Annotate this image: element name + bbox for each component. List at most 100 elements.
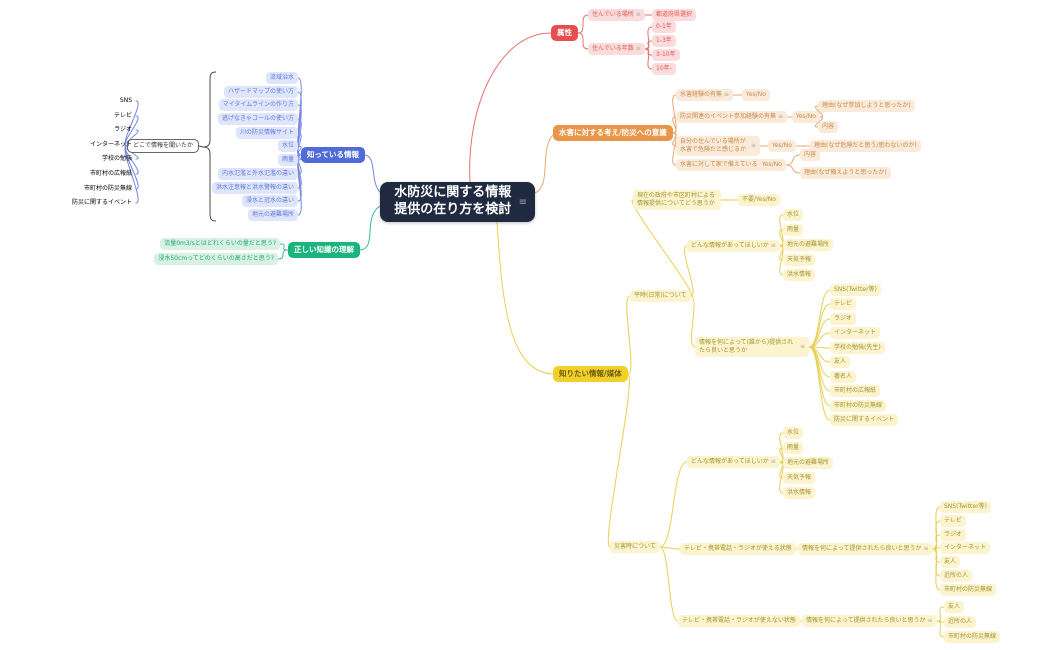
node-danger[interactable]: 自分の住んでいる場所が水害で危険だと感じるか≡ [676,135,760,157]
node-j1[interactable]: 水位 [783,426,804,440]
node-exp[interactable]: 水害経験の有無≡ [676,88,734,102]
node-j5[interactable]: 洪水情報 [783,486,816,500]
node-y1[interactable]: 1-3年 [652,34,676,48]
node-saigai[interactable]: 災害時について [610,540,660,554]
node-p2-label: 近所の人 [948,617,973,625]
node-m7[interactable]: 著名人 [830,370,857,384]
node-prepyn[interactable]: Yes/No [758,158,786,172]
node-j2[interactable]: 雨量 [783,441,804,455]
node-event[interactable]: 防災関連のイベント参加経験の有無≡ [676,110,788,124]
connector [808,289,831,348]
node-pref[interactable]: 都道府県選択 [652,8,697,22]
node-m8[interactable]: 市町村の広報紙 [830,384,881,398]
node-iw1[interactable]: 水位 [783,208,804,222]
connector [359,205,381,251]
node-k8[interactable]: 内水氾濫と外水氾濫の違い [217,167,298,181]
node-n3[interactable]: ラジオ [940,528,966,542]
node-p3[interactable]: 市町村の防災無線 [944,630,1001,644]
node-iw5[interactable]: 洪水情報 [783,268,816,282]
node-j3[interactable]: 地元の避難場所 [783,456,834,470]
node-q3[interactable]: 情報を何によって(誰から)提供されたら良いと思うか≡ [695,336,809,358]
node-n7[interactable]: 市町村の防災無線 [940,583,997,597]
node-w8[interactable]: 防災に関するイベント [68,197,136,209]
node-k3[interactable]: マイタイムラインの作り方 [218,98,298,112]
node-correct[interactable]: 正しい知識の理解 [288,241,360,259]
node-m10[interactable]: 防災に関するイベント [830,413,899,427]
note-icon: ≡ [635,11,641,18]
node-k9[interactable]: 洪水注意報と洪水警報の違い [211,181,298,195]
node-iw4[interactable]: 天気予報 [783,253,816,267]
node-n1[interactable]: SNS(Twitter等) [940,500,991,514]
summary-brace [202,71,217,222]
node-w6[interactable]: 市町村の広報紙 [86,168,136,180]
node-k7[interactable]: 雨量 [277,153,298,167]
node-m4[interactable]: インターネット [830,326,881,340]
node-w3[interactable]: ラジオ [110,124,136,136]
node-q4-label: どんな情報があってほしいか [691,457,769,465]
node-prepc[interactable]: 内容 [800,148,821,162]
node-k5[interactable]: 川の防災情報サイト [235,126,298,140]
central-topic[interactable]: 水防災に関する情報提供の在り方を検討 ≡ [380,182,535,222]
node-n5[interactable]: 友人 [940,555,961,569]
node-dangeryn[interactable]: Yes/No [768,139,796,153]
node-y0[interactable]: 0-1年 [652,20,676,34]
node-prepr[interactable]: 理由(なぜ備えようと思ったか) [800,166,891,180]
node-j4[interactable]: 天気予報 [783,471,816,485]
node-m9[interactable]: 市町村の防災無線 [830,399,887,413]
node-where-label: どこで情報を聞いたか [133,141,193,149]
node-k2[interactable]: ハザードマップの使い方 [223,85,298,99]
node-m7-label: 著名人 [834,372,853,380]
node-k4[interactable]: 逃げなきゃコールの使い方 [217,112,298,126]
node-q6b[interactable]: 情報を何によって提供されたら良いと思うか≡ [802,614,937,628]
node-n6[interactable]: 近所の人 [940,569,973,583]
node-m3[interactable]: ラジオ [830,312,856,326]
node-n2[interactable]: テレビ [940,514,967,528]
node-q2[interactable]: どんな情報があってほしいか≡ [687,239,780,253]
node-j3-label: 地元の避難場所 [787,458,830,466]
node-w7[interactable]: 市町村の防災無線 [80,183,136,195]
node-m1[interactable]: SNS(Twitter等) [830,283,881,297]
node-want[interactable]: 知りたい情報/媒体 [553,365,628,383]
node-iw3[interactable]: 地元の避難場所 [783,238,834,252]
node-y3[interactable]: 10年- [652,62,676,76]
node-c1[interactable]: 流量0m3/sとはどれくらいの量だと思う? [160,237,280,251]
node-q1[interactable]: 現在の政府や市区町村による情報提供についてどう思うか [633,189,721,211]
node-eventc[interactable]: 内容 [818,120,839,134]
node-w1[interactable]: SNS [116,95,136,107]
node-eventyn[interactable]: Yes/No [792,110,820,124]
node-mind[interactable]: 水害に対する考え/防災への意識 [553,124,673,142]
node-w1-label: SNS [119,96,132,104]
node-n4[interactable]: インターネット [940,541,991,555]
node-k11[interactable]: 地元の避難場所 [247,208,298,222]
node-k1[interactable]: 流域治水 [265,71,298,85]
node-p2[interactable]: 近所の人 [944,615,977,629]
node-m6[interactable]: 友人 [830,355,851,369]
node-know[interactable]: 知っている情報 [300,146,365,164]
node-years[interactable]: 住んでいる年数≡ [588,42,645,56]
node-q1a[interactable]: 不要/Yes/No [738,193,780,207]
node-iw2[interactable]: 雨量 [783,223,804,237]
node-place[interactable]: 住んでいる場所≡ [588,8,645,22]
node-m2[interactable]: テレビ [830,297,857,311]
node-w4[interactable]: インターネット [86,139,136,151]
node-attr[interactable]: 属性 [551,24,578,42]
node-q5b[interactable]: 情報を何によって提供されたら良いと思うか≡ [798,542,933,556]
node-dangerr[interactable]: 理由(なぜ危険だと思う/思わないのか) [810,139,921,153]
node-q4[interactable]: どんな情報があってほしいか≡ [687,455,780,469]
node-q6[interactable]: テレビ・携帯電話・ラジオが使えない状態 [678,614,800,628]
node-k10[interactable]: 浸水と冠水の違い [241,194,298,208]
node-k6[interactable]: 水位 [277,139,298,153]
node-eventr[interactable]: 理由(なぜ参加しようと思ったか) [818,99,915,113]
node-y2[interactable]: 3-10年 [652,48,680,62]
node-where[interactable]: どこで情報を聞いたか [127,138,199,154]
node-eventc-label: 内容 [822,122,835,130]
node-expyn[interactable]: Yes/No [742,88,770,102]
node-p1[interactable]: 友人 [944,600,965,614]
node-q1-label: 現在の政府や市区町村による情報提供についてどう思うか [637,191,715,207]
node-w2[interactable]: テレビ [110,110,136,122]
node-heiji[interactable]: 平時(日常)について [630,289,691,303]
node-m5[interactable]: 学校の勉強(先生) [830,341,885,355]
node-w5[interactable]: 学校の勉強 [98,153,136,165]
node-c2[interactable]: 浸水50cmってどのくらいの高さだと思う? [154,252,278,266]
node-q5[interactable]: テレビ・携帯電話・ラジオが使える状態 [680,542,796,556]
